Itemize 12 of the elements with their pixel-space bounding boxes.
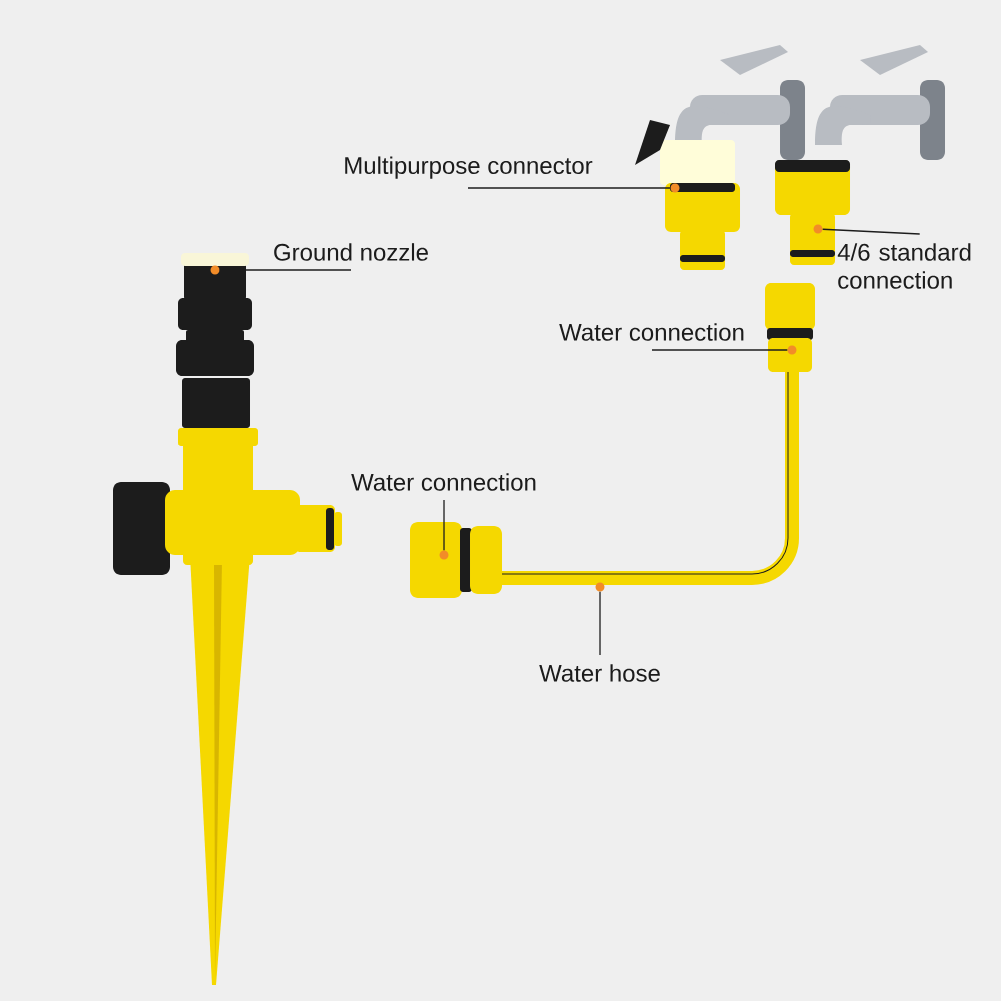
part-label: Water connection [559,323,744,341]
leader-line [443,499,445,551]
part-label: Multipurpose connector [345,156,593,179]
leader-line [467,187,671,189]
leader-line [822,228,921,235]
part-label: Water hose [539,664,660,682]
leader-line [219,269,352,271]
part-label: 4/6 standard connection [837,243,971,289]
part-label: Ground nozzle [274,243,428,261]
leader-line [599,591,601,656]
leader-line [651,349,788,351]
part-label: Water connection [351,473,536,491]
